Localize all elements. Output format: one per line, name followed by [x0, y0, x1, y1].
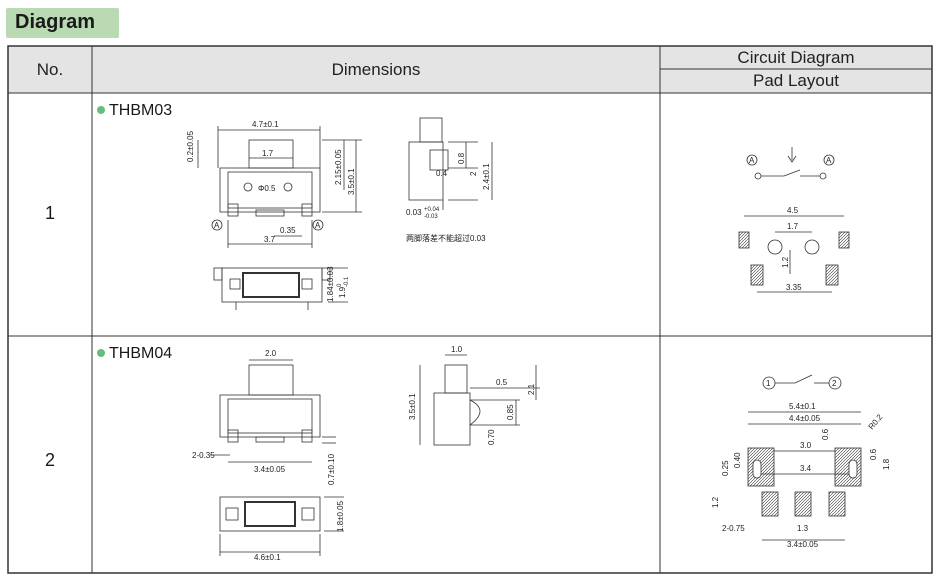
thbm03-note: 两脚落差不能超过0.03: [406, 233, 486, 243]
thbm03-pad-335: 3.35: [786, 283, 802, 292]
row-1-bullet: [97, 106, 105, 114]
thbm04-w20-label: 2.0: [265, 349, 277, 358]
header-no: No.: [36, 60, 64, 79]
thbm04-s21-label: 2.1: [527, 383, 536, 395]
thbm03-gap-label: 0.2±0.05: [186, 130, 195, 162]
thbm03-front-view: [197, 126, 362, 248]
thbm04-pad-34: 3.4: [800, 464, 812, 473]
thbm04-b18-label: 1.8±0.05: [336, 500, 345, 532]
thbm04-s10-label: 1.0: [451, 345, 463, 354]
thbm04-w34-label: 3.4±0.05: [254, 465, 286, 474]
thbm04-s085-label: 0.85: [506, 404, 515, 420]
thbm04-pad-06a: 0.6: [821, 428, 830, 440]
thbm04-pad-34b: 3.4±0.05: [787, 540, 819, 549]
thbm03-marker-a-left: [211, 219, 223, 231]
thbm04-h07-label: 0.7±0.10: [327, 453, 336, 485]
thbm04-pad-025: 0.25: [721, 460, 730, 476]
thbm03-pad-layout: [738, 215, 850, 293]
thbm03-side-003-label: 0.03: [406, 208, 422, 217]
thbm04-bottom-view: [219, 496, 344, 556]
thbm03-bottom-view: [213, 267, 348, 310]
thbm04-node-1: 1: [766, 379, 771, 388]
thbm04-pad-2075: 2-0.75: [722, 524, 745, 533]
thbm03-side-08-label: 0.8: [457, 152, 466, 164]
thbm03-base-label: 3.7: [264, 235, 276, 244]
thbm04-pad-18: 1.8: [882, 458, 891, 470]
thbm03-hole-label: Φ0.5: [258, 184, 276, 193]
thbm04-pad-r02: R0.2: [867, 412, 885, 431]
thbm04-pad-layout: [747, 411, 862, 541]
thbm03-marker-a-right: [312, 219, 324, 231]
thbm04-switch-symbol: [762, 374, 842, 390]
thbm03-side-24-label: 2.4±0.1: [482, 163, 491, 190]
row-1-model: THBM03: [109, 102, 173, 119]
thbm04-s05-label: 0.5: [496, 378, 508, 387]
thbm03-h35-label: 3.5±0.1: [347, 168, 356, 195]
thbm04-s35-label: 3.5±0.1: [408, 393, 417, 420]
header-dimensions: Dimensions: [331, 60, 421, 79]
thbm03-side-2-label: 2: [469, 171, 478, 176]
row-2-number: 2: [44, 450, 55, 470]
thbm03-pad-45: 4.5: [787, 206, 799, 215]
thbm04-2-035-label: 2-0.35: [192, 451, 215, 460]
thbm03-marker-a-right-text: A: [315, 221, 321, 230]
thbm04-pad-040: 0.40: [733, 452, 742, 468]
thbm03-leg-label: 0.35: [280, 226, 296, 235]
thbm04-pad-06b: 0.6: [869, 448, 878, 460]
header-circuit-diagram: Circuit Diagram: [737, 48, 855, 67]
thbm04-side-view: [419, 354, 540, 446]
thbm03-pad-12: 1.2: [781, 256, 790, 268]
thbm03-side-view: [408, 117, 493, 210]
thbm03-circuit-marker-a-right: A: [826, 156, 832, 165]
diagram-title-tab: Diagram: [6, 8, 119, 38]
thbm04-b46-label: 4.6±0.1: [254, 553, 281, 562]
thbm03-switch-symbol: [754, 147, 827, 180]
thbm04-pad-44: 4.4±0.05: [789, 414, 821, 423]
thbm03-side-003-tol-top: +0.04: [424, 207, 440, 213]
thbm04-pad-54: 5.4±0.1: [789, 402, 816, 411]
thbm03-marker-a-left-text: A: [214, 221, 220, 230]
thbm04-front-view: [210, 359, 336, 463]
thbm03-h215-label: 2.15±0.05: [334, 149, 343, 185]
thbm03-circuit-marker-a-left: A: [749, 156, 755, 165]
thbm03-pad-17: 1.7: [787, 222, 799, 231]
diagram-title: Diagram: [15, 11, 96, 33]
thbm03-bottom-184-label: 1.84±0.03: [326, 266, 335, 302]
thbm04-pad-13: 1.3: [797, 524, 809, 533]
thbm03-side-003-tol-bot: -0.03: [424, 214, 438, 220]
thbm04-pad-30: 3.0: [800, 441, 812, 450]
header-pad-layout: Pad Layout: [752, 71, 839, 90]
row-1-number: 1: [44, 203, 55, 223]
thbm04-s070-label: 0.70: [487, 429, 496, 445]
thbm03-bottom-19-tol-top: 0: [337, 283, 343, 287]
thbm04-node-2: 2: [832, 379, 837, 388]
thbm03-bottom-19-tol-bot: -0.1: [344, 276, 350, 287]
thbm03-width-label: 4.7±0.1: [252, 120, 279, 129]
thbm04-pad-12: 1.2: [711, 496, 720, 508]
row-2-model: THBM04: [109, 345, 173, 362]
thbm03-side-04-label: 0.4: [436, 169, 448, 178]
thbm03-bottom-19-label: 1.9: [338, 286, 347, 298]
row-2-bullet: [97, 349, 105, 357]
thbm03-inner-label: 1.7: [262, 149, 274, 158]
